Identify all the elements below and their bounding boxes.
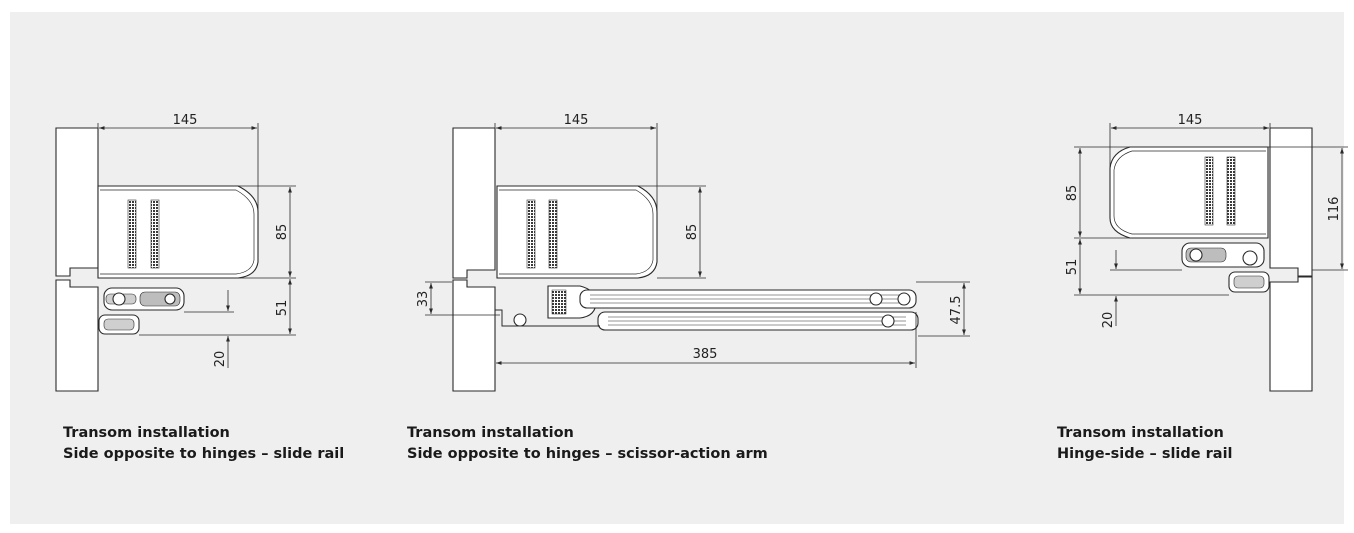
dim-height-85: 85 [685,224,700,241]
caption-1: Transom installation Side opposite to hi… [63,423,344,465]
dim-offset-33: 33 [416,291,431,308]
caption-2-line-2: Side opposite to hinges – scissor-action… [407,446,768,462]
door-leaf [1269,276,1313,392]
diagram-3-hinge-side [1074,123,1348,392]
closer-vent [1226,156,1236,226]
dim-width-145: 145 [173,113,198,128]
closer-vent [150,199,160,269]
dim-height-51: 51 [1065,259,1080,276]
door-leaf [452,279,496,392]
closer-vent [1204,156,1214,226]
door-leaf [55,279,99,392]
closer-body [1109,146,1269,239]
caption-3-line-2: Hinge-side – slide rail [1057,446,1233,462]
dim-length-385: 385 [693,347,718,362]
mounting-bracket [495,309,600,327]
closer-vent [127,199,137,269]
dim-width-145: 145 [1178,113,1203,128]
closer-body [97,185,259,279]
transom-frame [1269,127,1313,277]
dim-height-51: 51 [275,300,290,317]
closer-vent [526,199,536,269]
dim-height-85: 85 [1065,185,1080,202]
dim-offset-20: 20 [1101,312,1116,329]
dim-height-47-5: 47.5 [949,296,964,325]
caption-2-line-1: Transom installation [407,425,574,441]
transom-frame [452,127,496,279]
closer-body [496,185,658,279]
caption-1-line-2: Side opposite to hinges – slide rail [63,446,345,462]
dim-offset-20: 20 [213,351,228,368]
transom-frame [55,127,99,277]
diagram-2-scissor-arm [425,123,970,392]
caption-3: Transom installation Hinge-side – slide … [1057,423,1233,465]
caption-1-line-1: Transom installation [63,425,230,441]
dim-width-145: 145 [564,113,589,128]
caption-3-line-1: Transom installation [1057,425,1224,441]
dim-height-85: 85 [275,224,290,241]
dim-height-116: 116 [1327,197,1342,222]
caption-2: Transom installation Side opposite to hi… [407,423,768,465]
diagram-1-slide-rail-opposite [55,123,296,392]
closer-vent [548,199,558,269]
